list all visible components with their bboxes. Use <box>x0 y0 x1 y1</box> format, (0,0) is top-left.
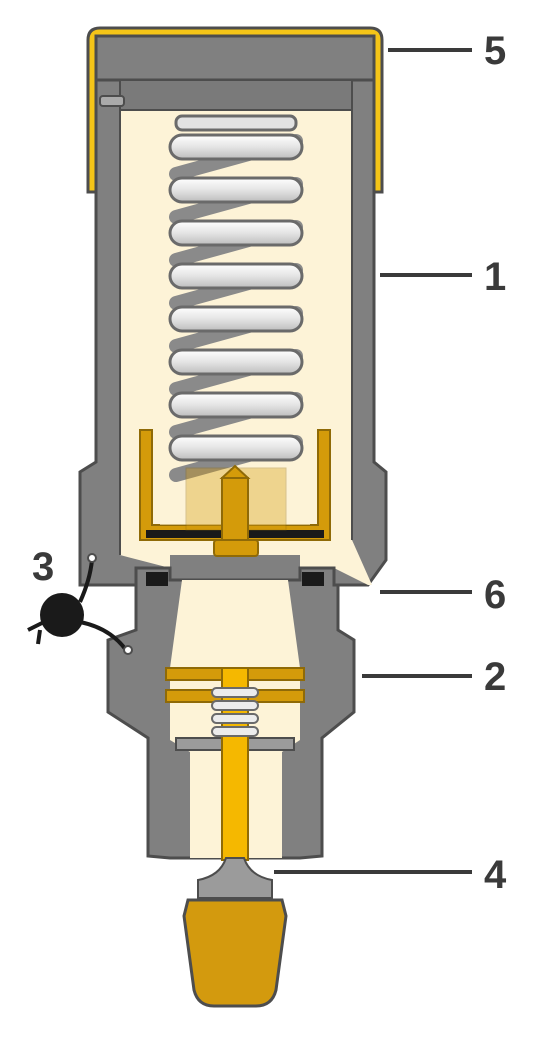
spring-coil <box>168 305 304 333</box>
spring-coil <box>168 219 304 247</box>
probe-bulb <box>40 593 84 637</box>
piston-stem-foot <box>213 539 259 557</box>
probe-port-lower <box>123 645 133 655</box>
valve-plug-neck <box>197 857 273 899</box>
spring-coil <box>168 348 304 376</box>
piston-stem-tip <box>219 464 251 479</box>
spring-coil <box>168 262 304 290</box>
spring-coil <box>168 391 304 419</box>
spring-top-seat <box>174 114 298 132</box>
valve-stem-assembly <box>211 667 259 861</box>
spring-coil <box>168 133 304 161</box>
probe-lead-upper <box>78 559 94 603</box>
spring-cup-body <box>139 429 331 541</box>
valve-plug <box>182 857 288 1008</box>
spring-coil <box>168 434 304 462</box>
callout-label-6: 6 <box>484 573 506 617</box>
seal-ring-left <box>146 572 168 586</box>
probe-tail <box>27 620 45 645</box>
temperature-probe <box>27 553 133 655</box>
callout-label-2: 2 <box>484 655 506 699</box>
callout-label-3: 3 <box>32 545 54 589</box>
valve-plug-body <box>182 898 288 1008</box>
callout-label-5: 5 <box>484 29 506 73</box>
main-spring <box>168 114 304 482</box>
small-spring-coil <box>211 726 259 737</box>
callouts: 5 1 3 6 2 4 <box>32 29 507 897</box>
small-spring-coil <box>211 687 259 698</box>
cap-screw <box>99 95 125 107</box>
spring-coil <box>168 176 304 204</box>
callout-label-4: 4 <box>484 853 507 897</box>
seal-ring-right <box>302 572 324 586</box>
piston-stem <box>221 477 249 541</box>
cap-top-plate <box>94 34 376 82</box>
spring-cup <box>139 429 331 557</box>
small-spring-coil <box>211 713 259 724</box>
probe-port-upper <box>87 553 97 563</box>
probe-lead-lower <box>79 620 128 652</box>
cap <box>86 26 384 194</box>
callout-label-1: 1 <box>484 255 506 299</box>
small-spring-coil <box>211 700 259 711</box>
cap-inner-lip <box>119 79 353 111</box>
